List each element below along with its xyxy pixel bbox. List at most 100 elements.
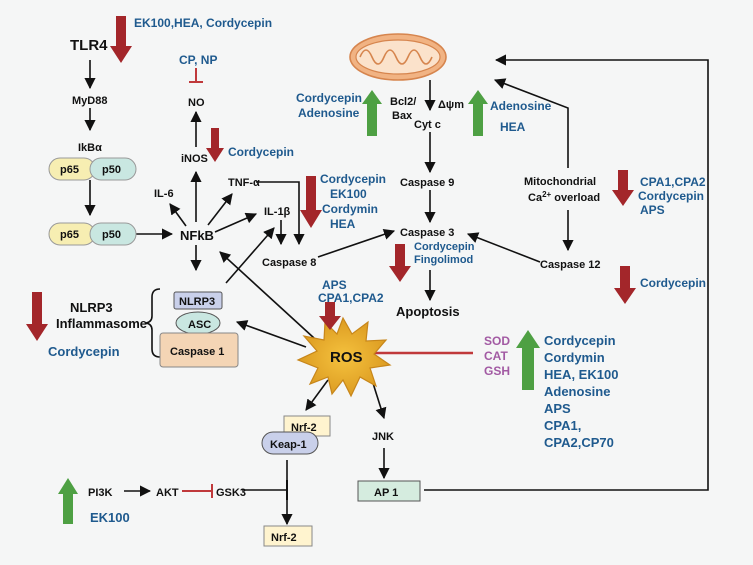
label-bcl2-1: Bcl2/: [390, 96, 416, 108]
arrow-ros-jnk: [371, 379, 387, 420]
label-bcl2-2: Bax: [392, 110, 413, 122]
label-gsk3: GSK3: [216, 487, 246, 499]
down-arrow-inos: [206, 128, 224, 162]
compounds-mito-left-1: Adenosine: [298, 106, 360, 120]
caspase1-box: [159, 332, 239, 368]
compounds-tlr4: EK100,HEA, Cordycepin: [134, 16, 272, 30]
arrow-ap1-mito: [424, 54, 709, 491]
compounds-ros-1: CPA1,CPA2: [318, 291, 384, 305]
antioxidant-labels: SOD CAT GSH: [484, 334, 510, 378]
antioxidant-0: SOD: [484, 334, 510, 348]
label-ikba: IkBα: [78, 142, 102, 154]
compounds-calcium-0: CPA1,CPA2: [640, 175, 706, 189]
nrf2-bottom-box: [263, 525, 313, 547]
enhancer-3: Adenosine: [544, 384, 610, 399]
ap1-box: [357, 480, 421, 502]
label-caspase8: Caspase 8: [262, 257, 316, 269]
down-arrow-cytokines: [300, 176, 322, 228]
down-arrow-tlr4: [110, 16, 132, 63]
arrow-calcium-mito: [493, 78, 569, 168]
label-akt: AKT: [156, 487, 179, 499]
label-jnk: JNK: [372, 431, 394, 443]
compounds-no: CP, NP: [179, 53, 217, 67]
up-arrow-mito-right: [468, 90, 488, 136]
compounds-cytokine-3: HEA: [330, 217, 356, 231]
label-myd88: MyD88: [72, 95, 107, 107]
arrow-tnfa-caspase8: [256, 181, 305, 246]
node-shapes: [48, 157, 421, 547]
label-apoptosis: Apoptosis: [396, 304, 460, 319]
label-nfkb: NFkB: [180, 228, 214, 243]
down-arrows: [26, 16, 636, 341]
label-caspase12: Caspase 12: [540, 259, 601, 271]
label-asc: ASC: [188, 319, 211, 331]
label-p65-a: p65: [60, 164, 79, 176]
up-arrow-mito-left: [362, 90, 382, 136]
enhancer-6: CPA2,CP70: [544, 435, 614, 450]
label-caspase1: Caspase 1: [170, 346, 224, 358]
compounds-ros-0: APS: [322, 278, 347, 292]
label-inos: iNOS: [181, 153, 208, 165]
p50-pill-a: [89, 157, 137, 181]
label-il1b: IL-1β: [264, 206, 291, 218]
mitochondrion-icon: [349, 33, 447, 81]
label-keap1: Keap-1: [270, 439, 307, 451]
antioxidant-enhancer-labels: Cordycepin Cordymin HEA, EK100 Adenosine…: [544, 333, 618, 450]
compounds-inos: Cordycepin: [228, 145, 294, 159]
down-arrow-ros: [319, 302, 341, 330]
arrow-caspase8-caspase3: [317, 228, 396, 258]
label-ros: ROS: [330, 349, 363, 366]
down-arrow-inflammasome: [26, 292, 48, 341]
down-arrow-calcium: [612, 170, 634, 206]
compounds-pi3k: EK100: [90, 510, 130, 525]
label-tnfa: TNF-α: [228, 177, 260, 189]
arrow-complex-il1b: [225, 227, 275, 284]
ros-burst-icon: [296, 316, 392, 398]
down-arrow-caspase12: [614, 266, 636, 304]
compounds-mito-left-0: Cordycepin: [296, 91, 362, 105]
label-nlrp3-title-1: NLRP3: [70, 300, 113, 315]
label-nlrp3-box: NLRP3: [179, 296, 215, 308]
compounds-inflammasome: Cordycepin: [48, 344, 120, 359]
label-mito-calcium-1: Mitochondrial: [524, 176, 596, 188]
down-arrow-caspase3: [389, 244, 411, 282]
compounds-mito-right-0: Adenosine: [490, 99, 552, 113]
enhancer-5: CPA1,: [544, 418, 581, 433]
compounds-cytokine-1: EK100: [330, 187, 367, 201]
label-pi3k: PI3K: [88, 487, 113, 499]
label-mito-calcium-2: Ca2+ overload: [528, 190, 600, 204]
label-caspase3: Caspase 3: [400, 227, 454, 239]
compound-labels: EK100,HEA, Cordycepin CP, NP Cordycepin …: [48, 16, 706, 525]
label-tlr4: TLR4: [70, 37, 108, 54]
label-p50-b: p50: [102, 229, 121, 241]
arrow-nfkb-tnfa: [207, 193, 233, 226]
arrow-ros-nrf2: [305, 379, 329, 411]
connector-lines: [84, 54, 709, 526]
label-p65-b: p65: [60, 229, 79, 241]
antioxidant-1: CAT: [484, 349, 508, 363]
arrow-caspase12-caspase3: [466, 232, 541, 263]
compounds-cytokine-2: Cordymin: [322, 202, 378, 216]
arrow-nfkb-il6: [169, 203, 187, 227]
inflammasome-bracket: [145, 288, 161, 358]
compounds-calcium-2: APS: [640, 203, 665, 217]
compounds-caspase3-0: Cordycepin: [414, 241, 475, 253]
label-p50-a: p50: [102, 164, 121, 176]
label-il6: IL-6: [154, 188, 174, 200]
p50-pill-b: [89, 222, 137, 246]
label-nrf2-top: Nrf-2: [291, 422, 317, 434]
up-arrow-antioxidants: [516, 330, 540, 390]
arrow-ros-nlrp3: [235, 320, 307, 348]
enhancer-0: Cordycepin: [544, 333, 616, 348]
label-delta-psi: Δψm: [438, 99, 464, 111]
node-labels: TLR4 MyD88 IkBα p65 p50 p65 p50 NFkB IL-…: [56, 37, 601, 544]
enhancer-2: HEA, EK100: [544, 367, 618, 382]
enhancer-1: Cordymin: [544, 350, 605, 365]
arrow-ros-nfkb: [219, 251, 315, 339]
enhancer-4: APS: [544, 401, 571, 416]
up-arrows: [58, 90, 540, 524]
label-nrf2-bottom: Nrf-2: [271, 532, 297, 544]
label-cytc: Cyt c: [414, 119, 441, 131]
